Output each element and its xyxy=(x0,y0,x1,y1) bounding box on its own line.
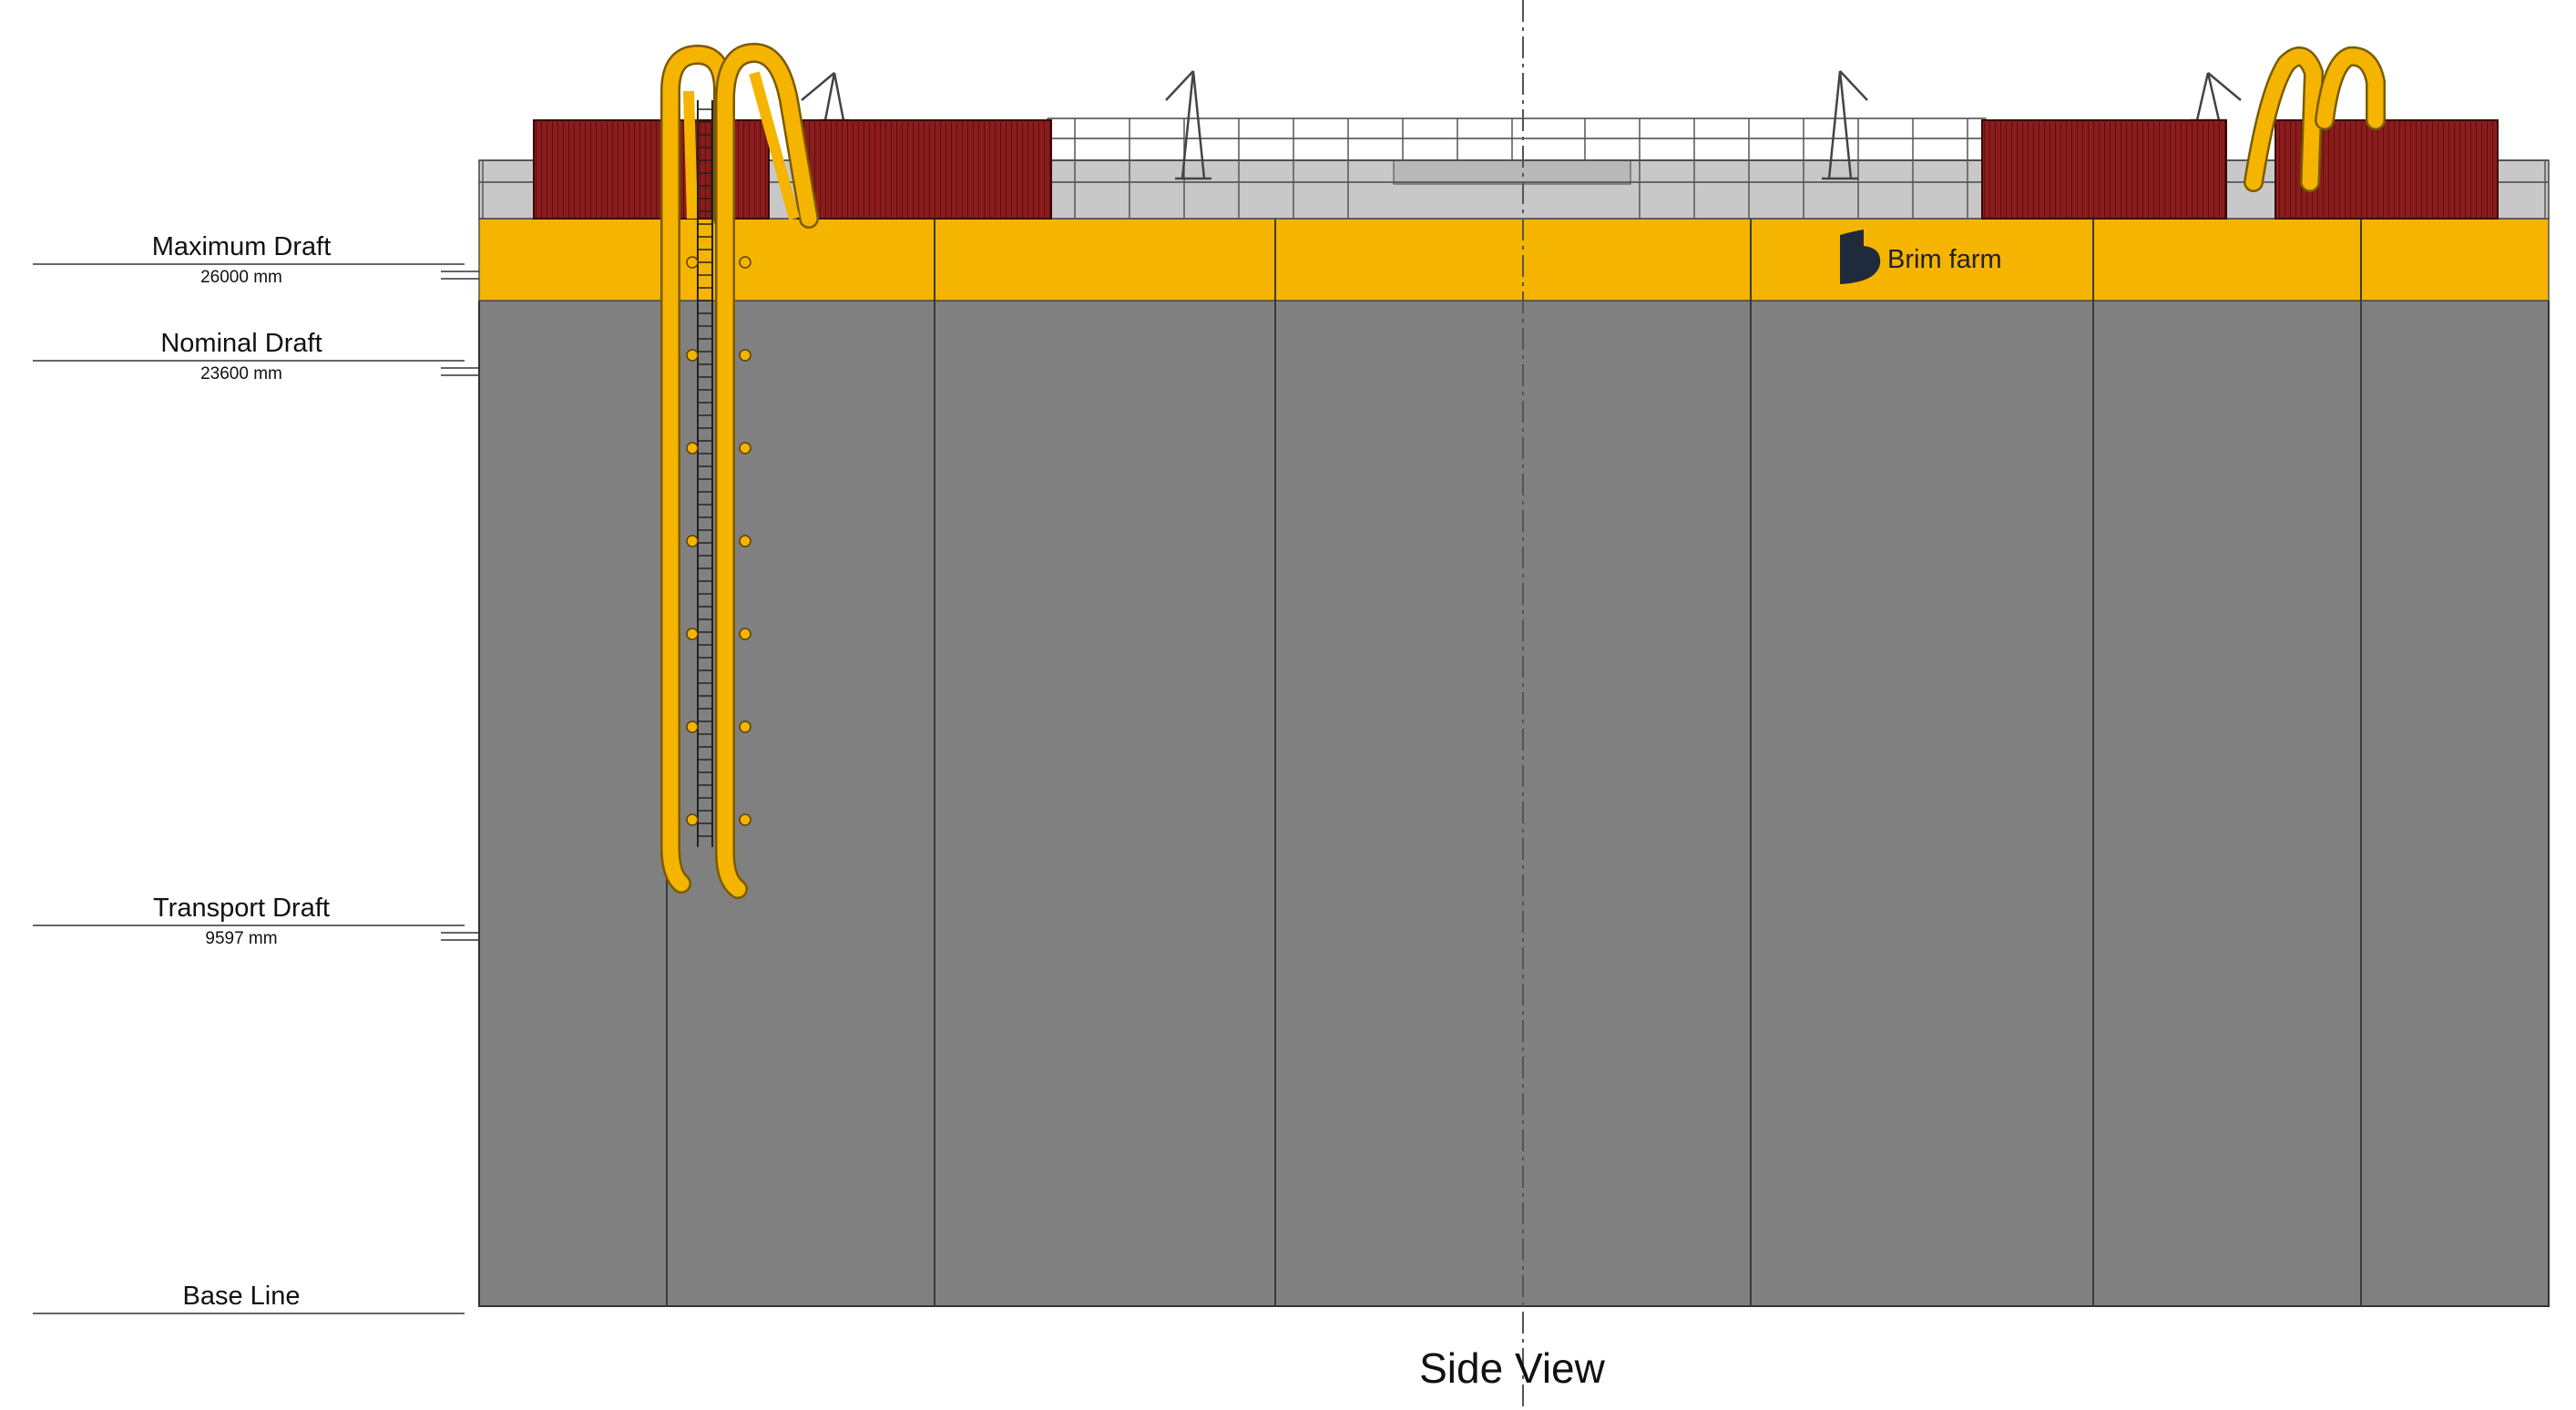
splash-zone-band xyxy=(478,218,2550,301)
ladder-rungs xyxy=(698,108,712,837)
draft-label-transport: Transport Draft 9597 mm xyxy=(33,893,450,956)
draft-value: 9597 mm xyxy=(205,929,278,948)
brand-text: Brim farm xyxy=(1887,245,2002,274)
draft-name: Base Line xyxy=(182,1282,301,1311)
draft-name: Transport Draft xyxy=(153,894,330,923)
container xyxy=(1981,119,2227,220)
draft-name: Nominal Draft xyxy=(160,329,322,358)
draft-label-nominal: Nominal Draft 23600 mm xyxy=(33,328,450,392)
hull-body xyxy=(478,300,2550,1307)
draft-reference-lines xyxy=(33,263,479,1314)
hull-panel-seams xyxy=(666,219,2362,1306)
davit-cranes xyxy=(801,70,2242,180)
draft-name: Maximum Draft xyxy=(151,232,332,261)
draft-label-base-line: Base Line xyxy=(33,1281,450,1317)
view-title: Side View xyxy=(1419,1344,1605,1392)
container xyxy=(797,119,1052,220)
ladder-left xyxy=(660,42,819,899)
draft-label-maximum: Maximum Draft 26000 mm xyxy=(33,231,450,295)
draft-value: 23600 mm xyxy=(200,364,282,383)
draft-value: 26000 mm xyxy=(200,268,282,287)
brim-farm-logo-icon xyxy=(1840,230,1881,284)
ladder-right-pipes xyxy=(2244,46,2386,192)
